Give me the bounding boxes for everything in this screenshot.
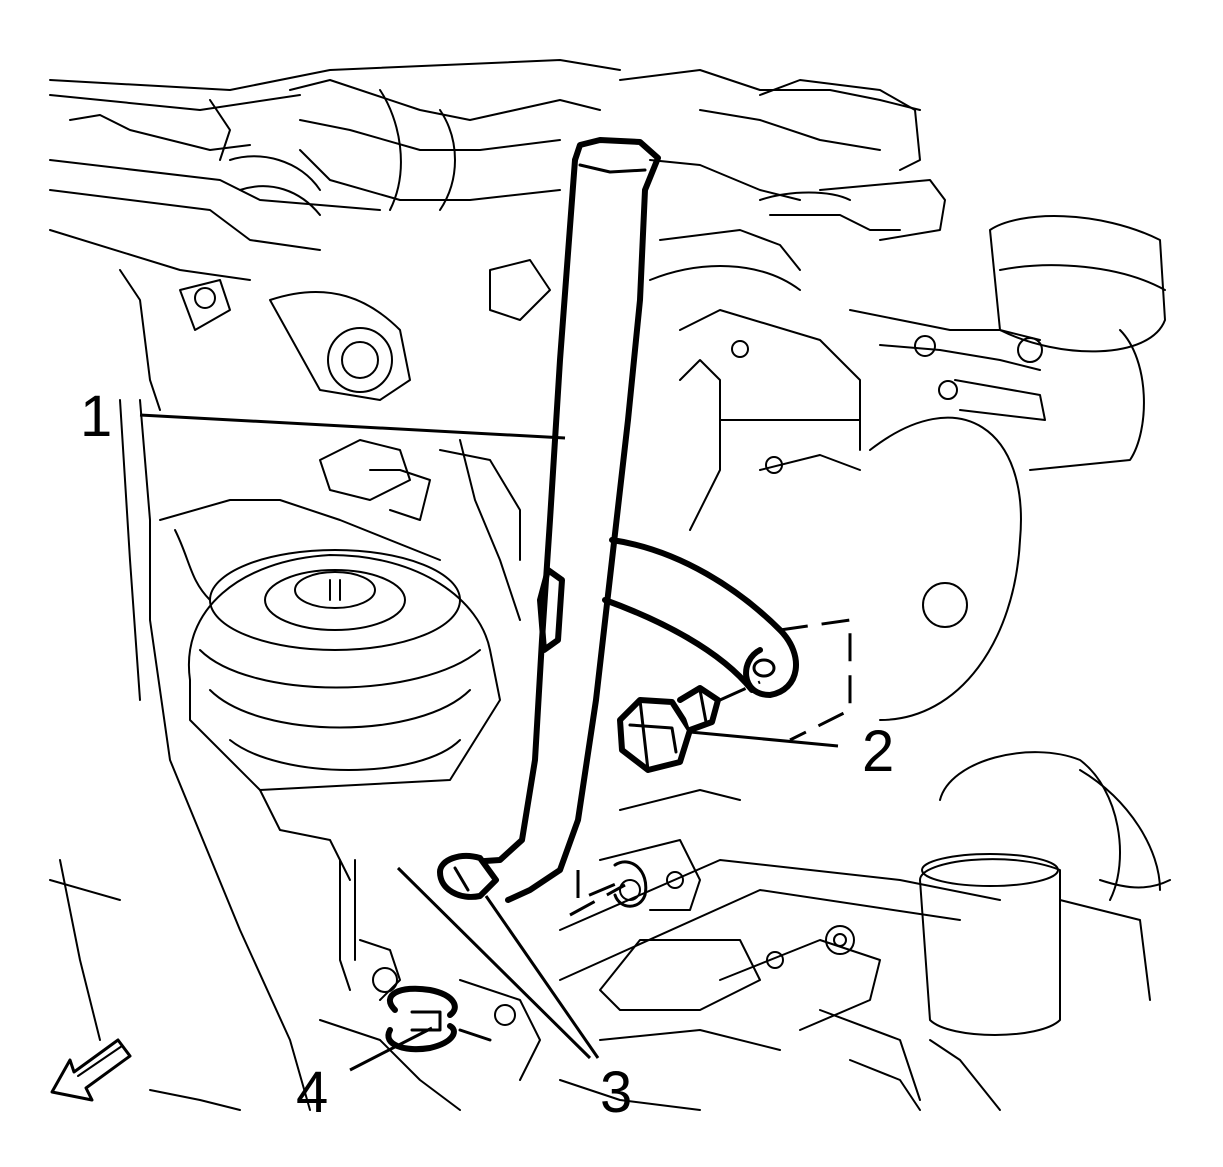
installation-guide-lines [576,618,852,903]
callout-label-4: 4 [296,1060,328,1125]
retaining-clip-component-3 [569,860,648,917]
pipe-assembly-component-1 [437,137,661,903]
hose-clamp-component-4 [385,985,492,1053]
bolt-component-2 [617,680,761,773]
callout-label-1: 1 [80,384,112,449]
leader-line-3b [484,895,600,1059]
coolant-elbow-pipe [919,751,1171,1036]
leader-line-4 [349,1026,433,1072]
pipe-support-bracket [602,537,799,698]
callout-label-2: 2 [862,719,894,784]
callout-leader-lines [139,413,839,1072]
leader-line-2 [689,730,839,748]
leader-line-1 [139,413,566,440]
callout-label-3: 3 [600,1060,632,1125]
front-direction-arrow-icon [50,1038,132,1102]
background-engine-linework [49,59,1171,1111]
engine-mount [187,549,501,991]
leader-line-3 [396,866,592,1060]
